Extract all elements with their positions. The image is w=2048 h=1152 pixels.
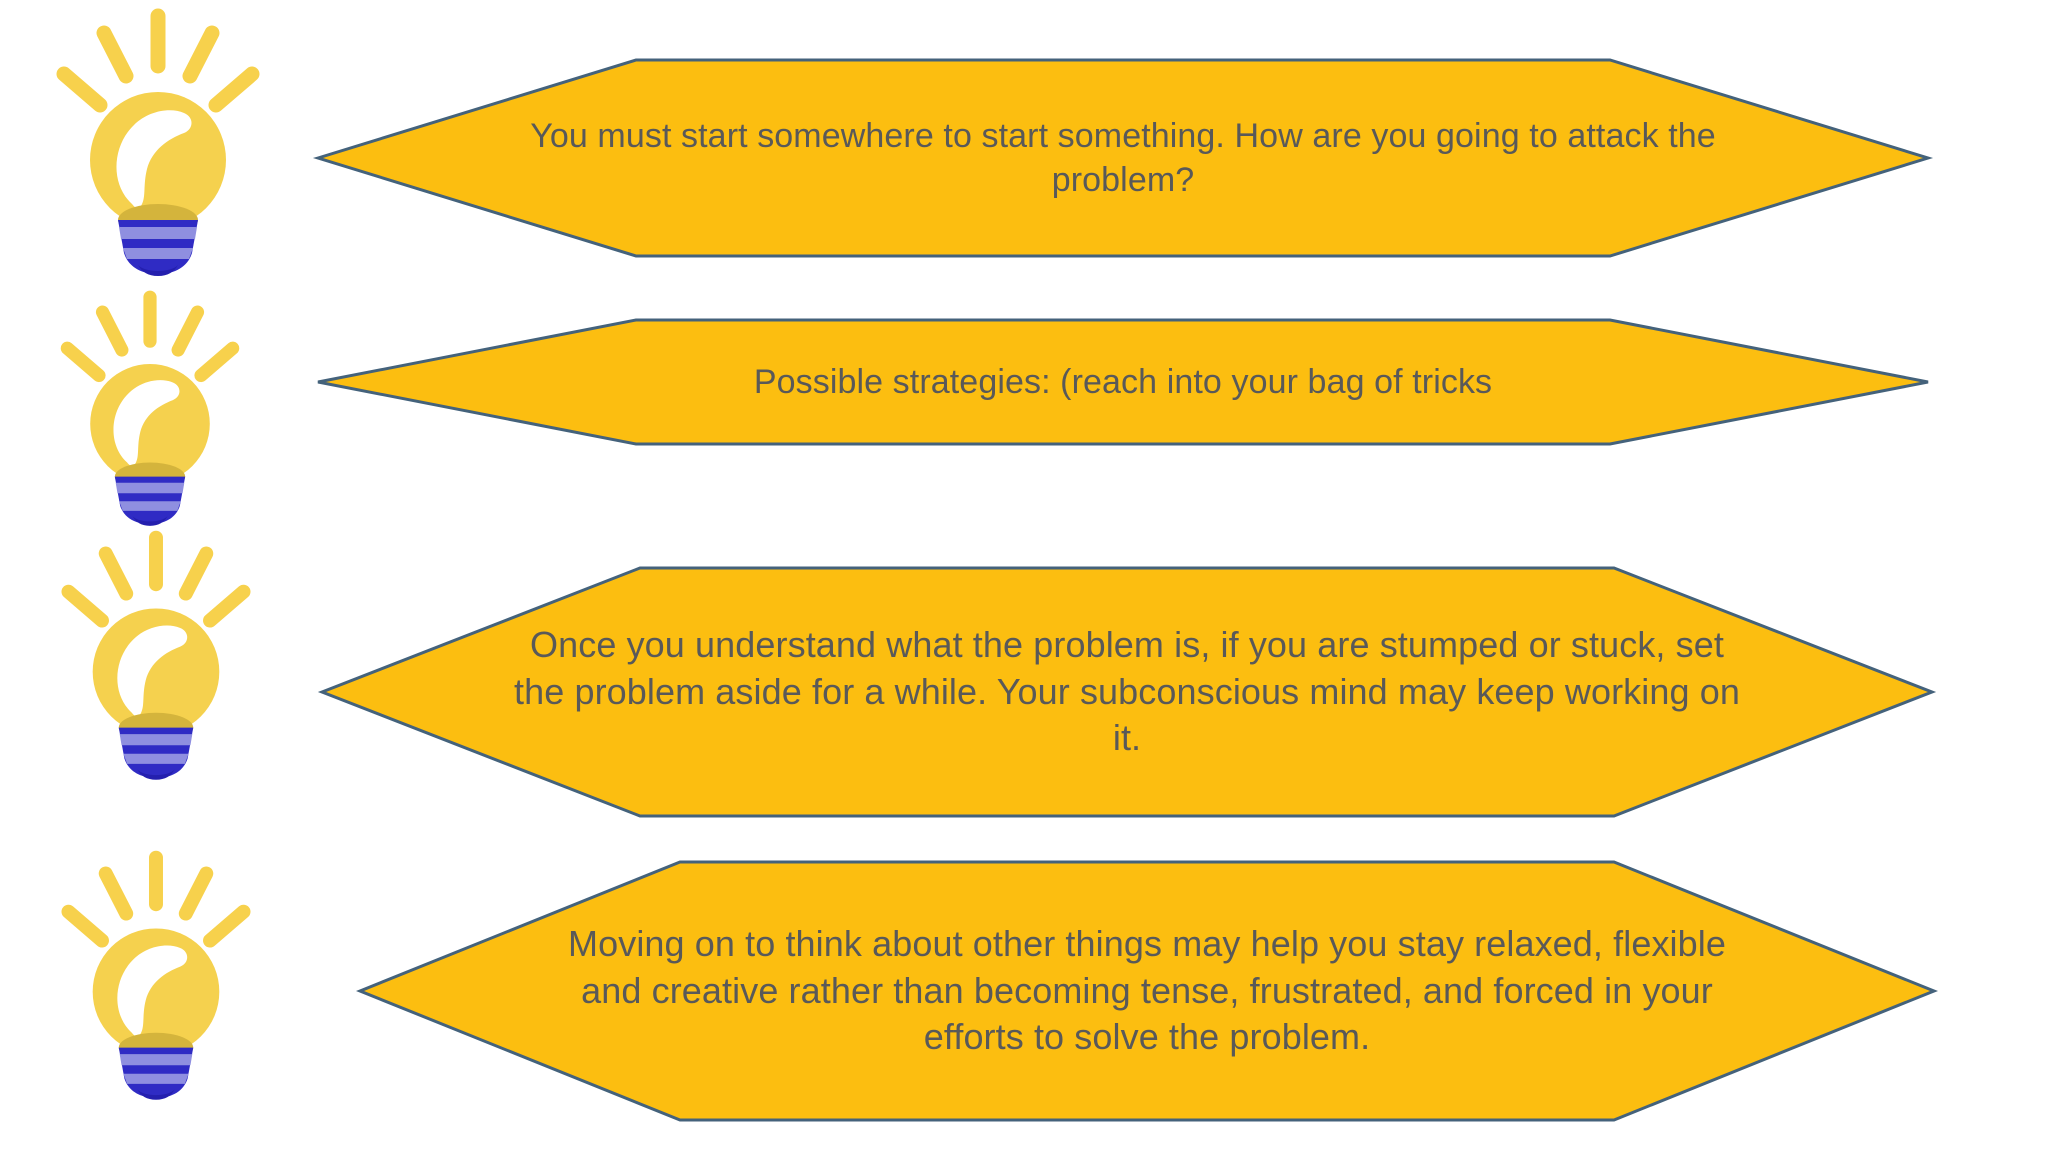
lightbulb-idea-icon	[42, 8, 274, 276]
bulb-rays	[61, 530, 251, 628]
bulb-base-tip	[137, 769, 175, 780]
list-item: Possible strategies: (reach into your ba…	[0, 290, 2048, 526]
lightbulb-idea-icon	[48, 850, 264, 1100]
banner-shape	[317, 318, 1929, 446]
chevron-banner[interactable]: You must start somewhere to start someth…	[312, 58, 1934, 258]
bulb-rays	[56, 8, 260, 113]
banner-shape	[312, 58, 1934, 258]
chevron-banner[interactable]: Possible strategies: (reach into your ba…	[317, 318, 1929, 446]
lightbulb-idea-icon	[48, 530, 264, 780]
chevron-banner[interactable]: Once you understand what the problem is,…	[317, 566, 1937, 818]
bulb-base-stripe-2	[123, 248, 193, 259]
bulb-highlight	[116, 110, 192, 209]
chevron-banner[interactable]: Moving on to think about other things ma…	[355, 860, 1939, 1122]
bulb-rays	[60, 290, 240, 383]
bulb-base-tip	[132, 516, 168, 526]
bulb-highlight	[117, 945, 188, 1037]
bulb-base-stripe-1	[115, 482, 185, 494]
bulb-base-tip	[138, 265, 178, 276]
bulb-highlight	[117, 625, 188, 717]
bulb-base-stripe-2	[119, 501, 181, 511]
list-item: You must start somewhere to start someth…	[0, 0, 2048, 290]
bulb-rays	[61, 850, 251, 948]
bulb-base-stripe-1	[119, 734, 193, 746]
bulb-highlight	[113, 380, 180, 467]
bulb-base-stripe-2	[123, 753, 189, 764]
banner-shape	[317, 566, 1937, 818]
list-item: Moving on to think about other things ma…	[0, 840, 2048, 1152]
bulb-base-stripe-2	[123, 1073, 189, 1084]
banner-shape	[355, 860, 1939, 1122]
bulb-base-stripe-1	[119, 227, 197, 239]
list-item: Once you understand what the problem is,…	[0, 520, 2048, 840]
lightbulb-idea-icon	[48, 290, 252, 526]
bulb-base-stripe-1	[119, 1054, 193, 1066]
bulb-base-tip	[137, 1089, 175, 1100]
